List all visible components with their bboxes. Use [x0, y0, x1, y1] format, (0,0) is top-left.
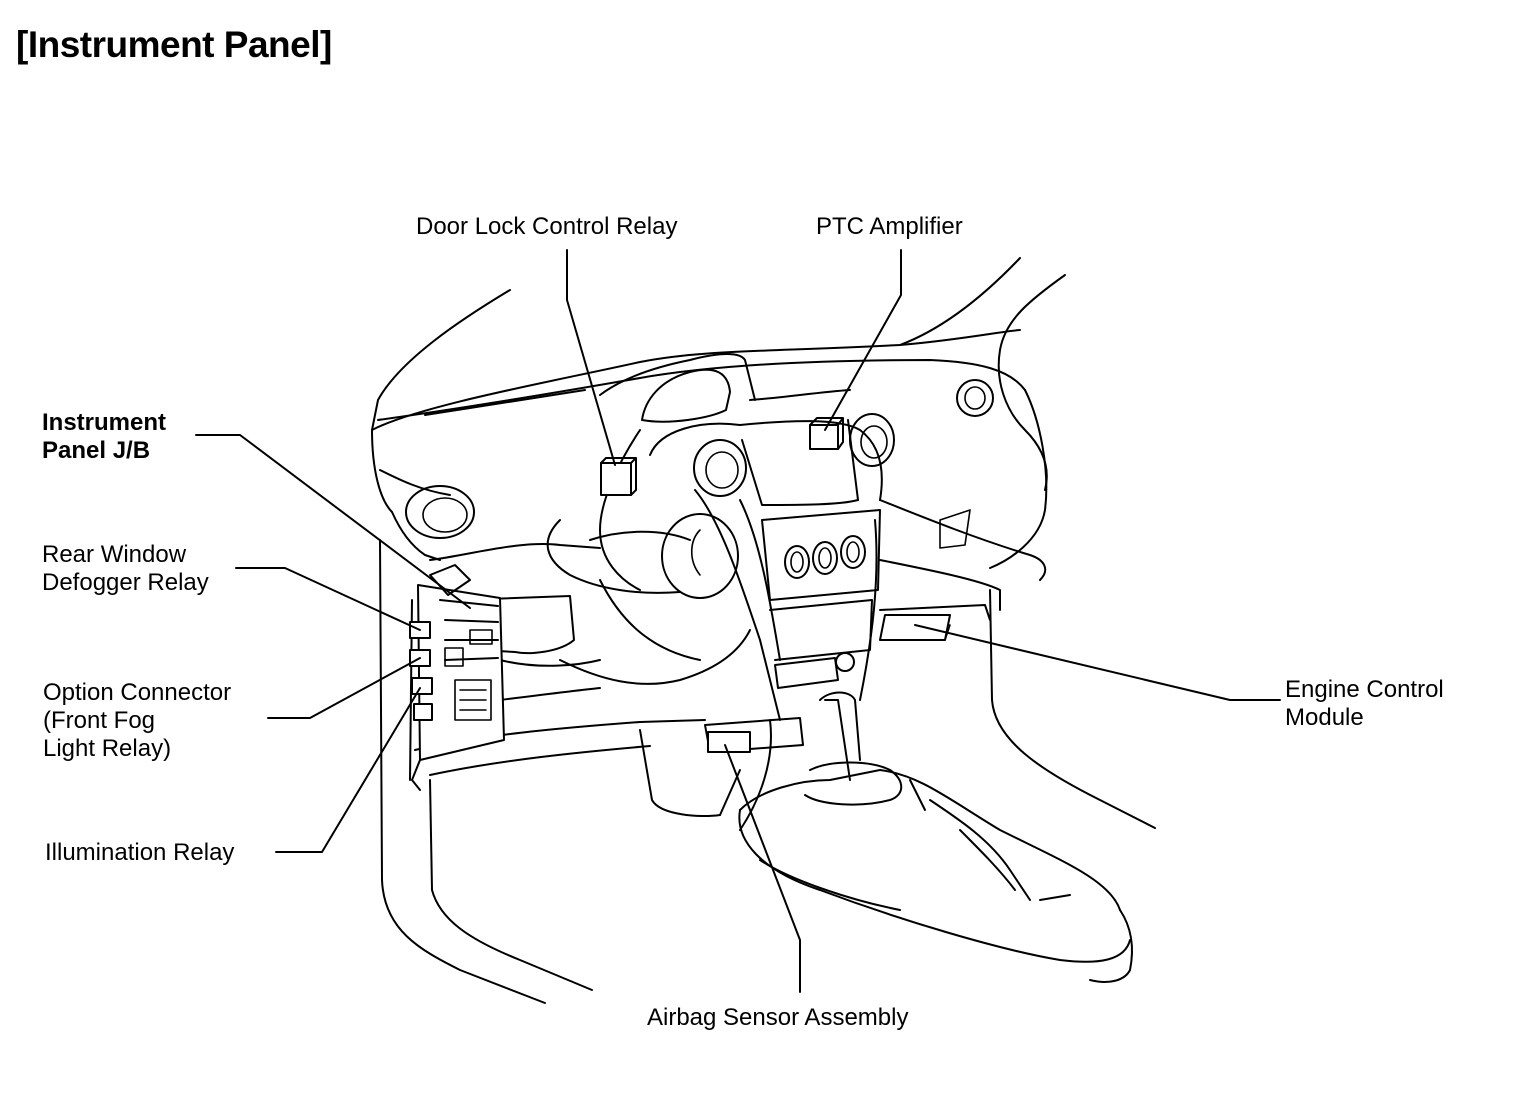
label-line: Module	[1285, 704, 1364, 731]
label-line: Light Relay)	[43, 735, 172, 762]
component-engine-control-module	[879, 614, 951, 641]
leader-engine-control-module	[914, 624, 1281, 701]
label-line: Illumination Relay	[45, 839, 235, 866]
center-console	[704, 691, 1133, 983]
label-door-lock-control-relay: Door Lock Control Relay	[416, 213, 677, 241]
leader-illumination-relay	[275, 687, 421, 853]
leader-door-lock-control-relay	[566, 249, 616, 466]
leader-rear-window-defogger-relay	[235, 567, 421, 631]
label-line: Engine Control	[1285, 676, 1444, 703]
component-door-lock-control-relay	[600, 457, 637, 496]
label-line: Defogger Relay	[42, 569, 209, 596]
label-option-connector: Option Connector (Front Fog Light Relay)	[43, 679, 231, 763]
label-line: PTC Amplifier	[816, 213, 963, 240]
label-line: Instrument	[42, 409, 167, 436]
label-illumination-relay: Illumination Relay	[45, 839, 234, 867]
leader-ptc-amplifier	[824, 249, 902, 431]
label-line: Airbag Sensor Assembly	[647, 1004, 909, 1031]
leader-instrument-panel-jb	[195, 434, 471, 609]
label-line: Rear Window	[42, 541, 187, 568]
label-line: Option Connector	[43, 679, 232, 706]
label-engine-control-module: Engine Control Module	[1285, 676, 1444, 732]
label-ptc-amplifier: PTC Amplifier	[816, 213, 963, 241]
label-airbag-sensor-assembly: Airbag Sensor Assembly	[647, 1004, 908, 1032]
label-line: (Front Fog	[43, 707, 156, 734]
leader-option-connector	[267, 657, 421, 719]
leader-airbag-sensor-assembly	[724, 744, 801, 993]
label-rear-window-defogger-relay: Rear Window Defogger Relay	[42, 541, 209, 597]
dashboard-outline	[371, 257, 1156, 1004]
label-line: Panel J/B	[42, 437, 151, 464]
leader-lines	[195, 249, 1281, 993]
page-title: [Instrument Panel]	[16, 24, 332, 65]
label-line: Door Lock Control Relay	[416, 213, 678, 240]
label-instrument-panel-jb: Instrument Panel J/B	[42, 409, 166, 465]
component-illumination-relay	[411, 677, 433, 721]
component-ptc-amplifier	[809, 417, 844, 450]
component-airbag-sensor-assembly	[707, 731, 751, 753]
